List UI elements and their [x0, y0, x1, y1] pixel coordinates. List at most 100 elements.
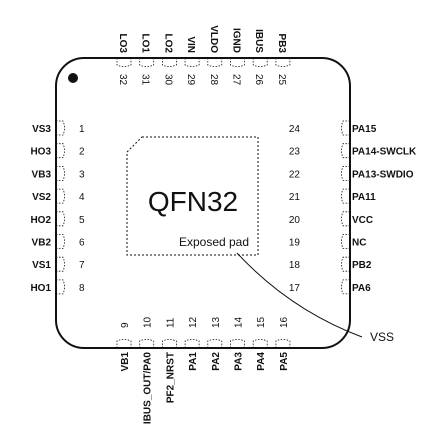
- pin-24-label-pa15: PA15: [352, 124, 377, 135]
- pin-32-number: 32: [117, 74, 128, 86]
- pin-31-number: 31: [140, 74, 151, 86]
- pin-6-label-vb2: VB2: [32, 238, 52, 249]
- pin-20-label-vcc: VCC: [352, 215, 373, 226]
- pin-24-pad: [341, 120, 350, 136]
- pin-17-label-pa6: PA6: [352, 283, 371, 294]
- pin-9-label-vb1: VB1: [120, 352, 131, 372]
- pin-11-label-pf2-nrst: PF2_NRST: [165, 352, 176, 403]
- pin-23-label-pa14-swclk: PA14-SWCLK: [352, 147, 417, 158]
- pin-15-number: 15: [256, 316, 267, 328]
- pin-21-pad: [341, 188, 350, 204]
- pin-15-pad: [252, 339, 268, 348]
- pin-1-label-vs3: VS3: [32, 124, 51, 135]
- pin-28-number: 28: [208, 74, 219, 86]
- pin-2-label-ho3: HO3: [30, 147, 51, 158]
- pin-20-number: 20: [289, 215, 301, 226]
- exposed-pad-outline: [126, 136, 259, 256]
- pin-26-number: 26: [253, 74, 264, 86]
- pin-22-label-pa13-swdio: PA13-SWDIO: [352, 169, 414, 180]
- pin-32-pad: [116, 58, 132, 67]
- pin-29-number: 29: [185, 74, 196, 86]
- pin-30-number: 30: [162, 74, 173, 86]
- pin-28-label-vldo: VLDO: [208, 25, 219, 53]
- pin-19-pad: [341, 234, 350, 249]
- pin1-marker-dot: [68, 73, 78, 83]
- pin-25-label-pb3: PB3: [276, 34, 287, 54]
- pin-27-number: 27: [231, 74, 242, 86]
- pin-8-label-ho1: HO1: [30, 283, 51, 294]
- pin-14-pad: [230, 339, 245, 348]
- pin-3-pad: [56, 166, 65, 181]
- pin-16-label-pa5: PA5: [279, 352, 290, 371]
- pin-13-label-pa2: PA2: [211, 352, 222, 371]
- pin-29-label-vin: VIN: [185, 36, 196, 53]
- pin-30-label-lo2: LO2: [162, 34, 173, 54]
- pin-19-label-nc: NC: [352, 238, 366, 249]
- pin-7-number: 7: [79, 260, 85, 271]
- pin-18-pad: [341, 256, 350, 272]
- pin-7-pad: [56, 256, 65, 272]
- pin-21-label-pa11: PA11: [352, 192, 376, 203]
- pin-25-pad: [275, 58, 291, 67]
- pin-3-number: 3: [79, 169, 85, 180]
- pin-20-pad: [341, 211, 350, 227]
- vss-leader-line: [236, 252, 363, 338]
- pin-19-number: 19: [289, 238, 301, 249]
- pin-31-pad: [139, 58, 155, 67]
- pin-27-pad: [230, 58, 245, 67]
- pin-31-label-lo1: LO1: [140, 34, 151, 54]
- pin-1-number: 1: [79, 124, 85, 135]
- pin-10-label-ibus-out-pa0: IBUS_OUT/PA0: [143, 352, 154, 424]
- pin-8-pad: [56, 279, 65, 295]
- pin-15-label-pa4: PA4: [256, 352, 267, 371]
- pin-26-label-ibus: IBUS: [253, 29, 264, 53]
- pin-13-pad: [207, 339, 223, 348]
- pin-4-pad: [56, 188, 65, 204]
- exposed-pad-label: Exposed pad: [179, 235, 249, 249]
- pin-10-pad: [139, 339, 155, 348]
- pin-12-label-pa1: PA1: [188, 352, 199, 371]
- pin-14-number: 14: [234, 316, 245, 328]
- pin-9-number: 9: [120, 322, 131, 328]
- pin-27-label-ignd: IGND: [231, 28, 242, 53]
- pin-25-number: 25: [276, 74, 287, 86]
- pin-5-number: 5: [79, 215, 85, 226]
- pin-29-pad: [184, 58, 200, 67]
- pin-28-pad: [207, 58, 223, 67]
- pin-9-pad: [116, 339, 132, 348]
- pin-18-number: 18: [289, 260, 301, 271]
- pin-17-number: 17: [289, 283, 301, 294]
- pin-1-pad: [56, 120, 65, 136]
- pin-14-label-pa3: PA3: [234, 352, 245, 371]
- pin-30-pad: [162, 58, 177, 67]
- pin-26-pad: [252, 58, 268, 67]
- pin-6-pad: [56, 234, 65, 249]
- pin-22-pad: [341, 166, 350, 181]
- pin-10-number: 10: [143, 316, 154, 328]
- pin-23-number: 23: [289, 147, 301, 158]
- pin-21-number: 21: [289, 192, 301, 203]
- pin-2-pad: [56, 143, 65, 159]
- pin-11-number: 11: [165, 317, 176, 328]
- pin-17-pad: [341, 279, 350, 295]
- pin-8-number: 8: [79, 283, 85, 294]
- pin-4-number: 4: [79, 192, 85, 203]
- pin-23-pad: [341, 143, 350, 159]
- pin-22-number: 22: [289, 169, 301, 180]
- pin-4-label-vs2: VS2: [32, 192, 51, 203]
- pin-12-number: 12: [188, 316, 199, 328]
- pin-16-pad: [275, 339, 291, 348]
- pin-5-pad: [56, 211, 65, 227]
- pin-2-number: 2: [79, 147, 85, 158]
- pin-6-number: 6: [79, 238, 85, 249]
- pin-3-label-vb3: VB3: [32, 169, 52, 180]
- pin-13-number: 13: [211, 316, 222, 328]
- pin-5-label-ho2: HO2: [30, 215, 51, 226]
- pin-12-pad: [184, 339, 200, 348]
- vss-label: VSS: [370, 330, 394, 344]
- pin-18-label-pb2: PB2: [352, 260, 372, 271]
